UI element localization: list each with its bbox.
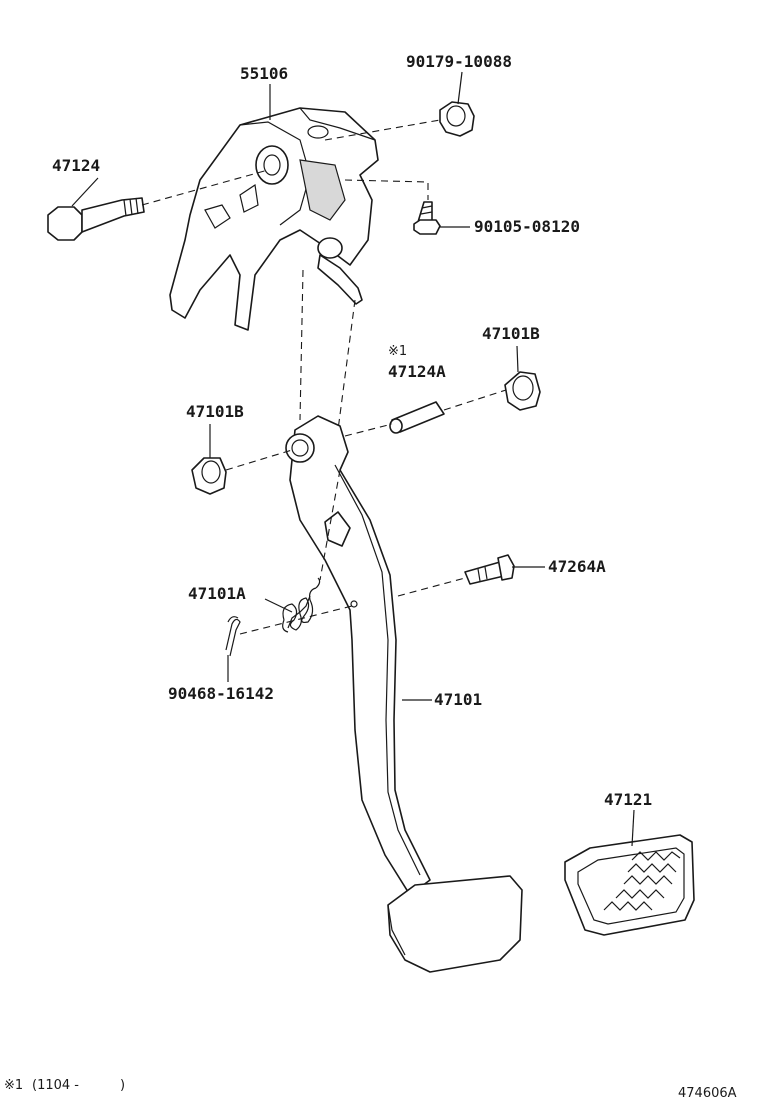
label-cotter-pin[interactable]: 90468-16142	[168, 684, 274, 703]
label-clevis-pin[interactable]: 47264A	[548, 557, 606, 576]
clevis-pin-part[interactable]	[464, 554, 515, 585]
label-bushing-left[interactable]: 47101B	[186, 402, 244, 421]
pedal-pad-part[interactable]	[564, 834, 695, 936]
label-bolt[interactable]: 47124	[52, 156, 101, 175]
spring-part[interactable]	[282, 577, 321, 633]
label-nut[interactable]: 90179-10088	[406, 52, 512, 71]
label-spring[interactable]: 47101A	[188, 584, 246, 603]
label-pedal-pad[interactable]: 47121	[604, 790, 653, 809]
label-pedal-arm[interactable]: 47101	[434, 690, 483, 709]
bolt-part[interactable]	[47, 197, 145, 241]
label-bushing-right[interactable]: 47101B	[482, 324, 540, 343]
footnote-marker: ※1	[4, 1078, 24, 1093]
nut-part[interactable]	[439, 101, 475, 137]
footnote-close: )	[120, 1078, 126, 1093]
pedal-arm-part[interactable]	[285, 415, 431, 896]
label-pin[interactable]: 47124A	[388, 362, 446, 381]
bushing-left-part[interactable]	[191, 457, 227, 495]
cotter-pin-part[interactable]	[225, 616, 241, 657]
pedal-pad-on-arm	[387, 875, 523, 973]
note-marker-pin: ※1	[388, 344, 408, 359]
pin-part[interactable]	[389, 401, 445, 434]
assembly-lines	[141, 119, 507, 635]
label-bracket[interactable]: 55106	[240, 64, 289, 83]
label-screw[interactable]: 90105-08120	[474, 217, 580, 236]
leader-lines	[71, 71, 635, 847]
footnote-text: (1104 -	[32, 1078, 79, 1093]
screw-part[interactable]	[413, 201, 441, 235]
bracket-part[interactable]	[169, 107, 379, 331]
figure-id: 474606A	[678, 1086, 737, 1101]
bushing-right-part[interactable]	[504, 371, 541, 411]
